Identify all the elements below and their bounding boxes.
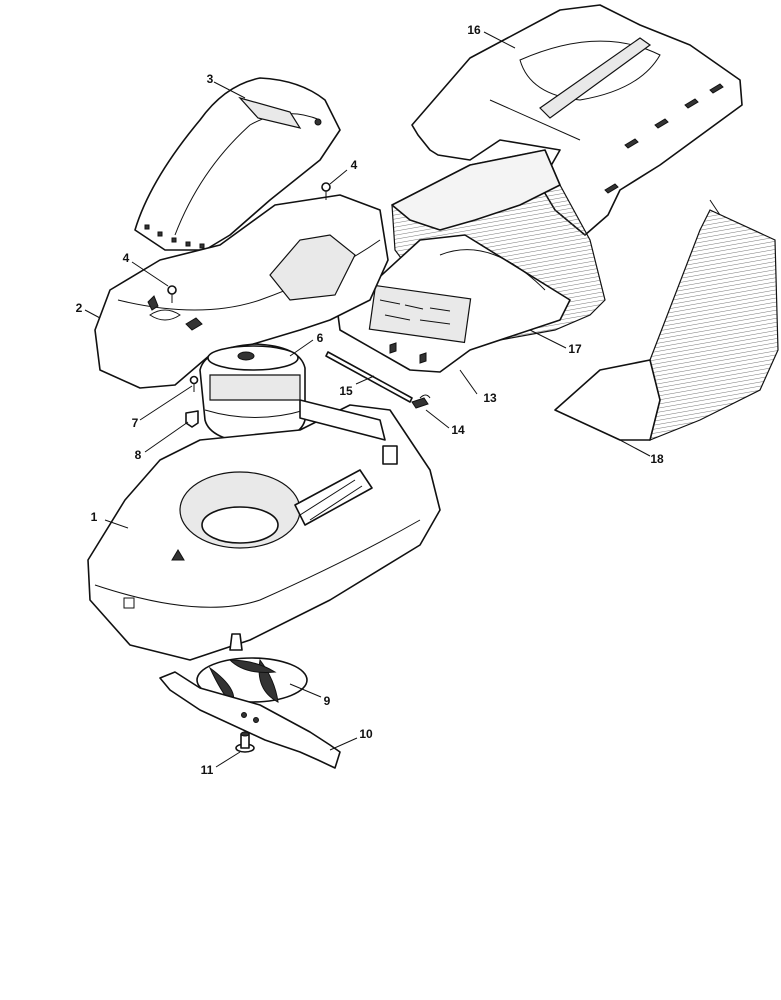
callout-3: 3	[207, 72, 214, 86]
callout-6: 6	[317, 331, 324, 345]
callout-1: 1	[91, 510, 98, 524]
leader-lines	[84, 31, 651, 768]
top-cover	[134, 77, 341, 251]
blade-fan	[196, 657, 308, 706]
callout-15: 15	[339, 384, 353, 398]
mower-deck	[87, 399, 441, 661]
blade-bolt	[235, 731, 255, 753]
callout-8: 8	[135, 448, 142, 462]
callout-9: 9	[324, 694, 331, 708]
callout-16: 16	[467, 23, 481, 37]
callout-7: 7	[132, 416, 139, 430]
screw-left	[167, 285, 177, 303]
grass-bag-flap	[554, 199, 779, 441]
grass-bag-base	[337, 234, 571, 373]
grass-bag-top-frame	[411, 4, 743, 236]
callout-2: 2	[76, 301, 83, 315]
callout-14: 14	[451, 423, 465, 437]
rod	[325, 351, 413, 403]
clip	[411, 394, 431, 409]
callout-10: 10	[359, 727, 373, 741]
motor-bracket	[185, 410, 199, 428]
motor	[199, 343, 306, 445]
callout-17: 17	[568, 342, 582, 356]
screw-upper	[321, 182, 331, 200]
blade	[159, 671, 341, 769]
callout-4-left: 4	[123, 251, 130, 265]
motor-cover	[94, 194, 389, 389]
callout-4-upper: 4	[351, 158, 358, 172]
callout-labels: 1 2 3 4 4 6 7 8 9 10 11 13 14 15 16 17 1…	[76, 23, 664, 777]
callout-18: 18	[650, 452, 664, 466]
motor-screw	[189, 375, 199, 392]
callout-13: 13	[483, 391, 497, 405]
callout-11: 11	[201, 763, 214, 777]
